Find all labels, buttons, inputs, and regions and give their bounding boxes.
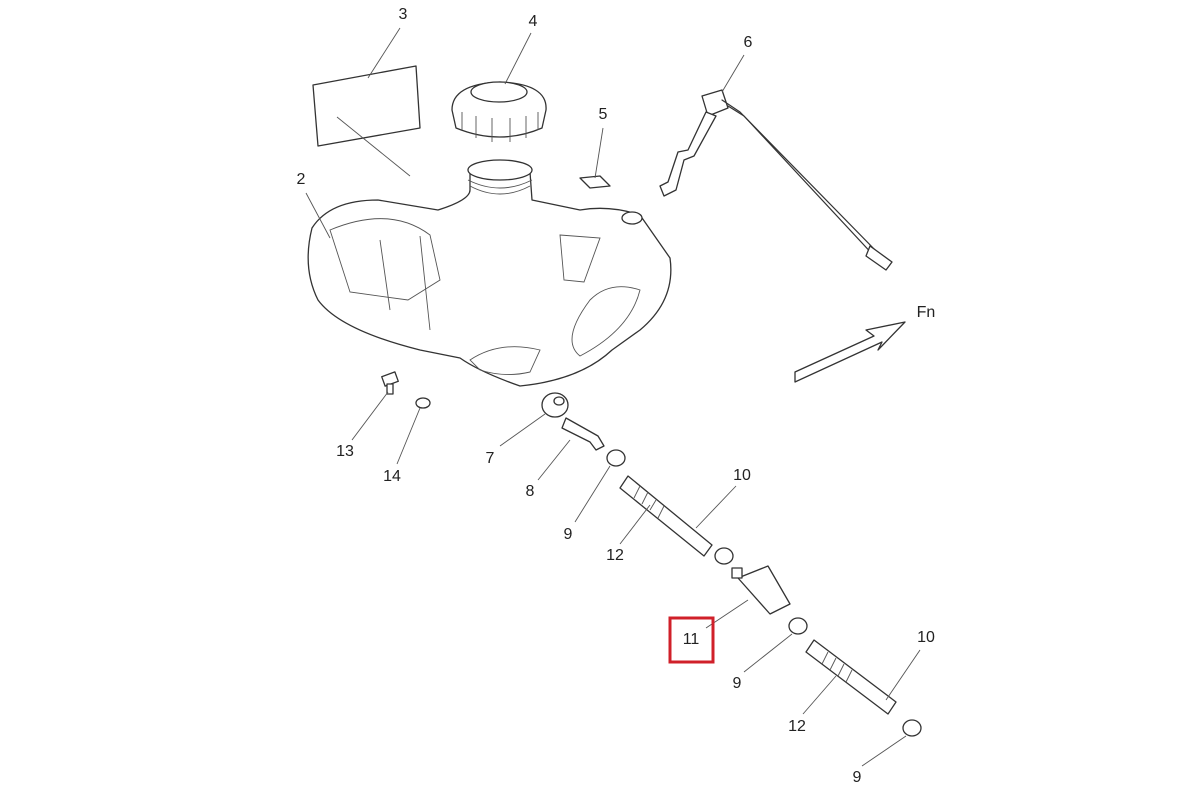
part-fuel-hose	[619, 475, 713, 557]
callout-9: 9	[564, 526, 573, 543]
callout-4: 4	[529, 13, 538, 30]
front-direction-arrow	[794, 321, 906, 383]
direction-label: Fn	[917, 304, 936, 321]
part-fuel-filter	[731, 565, 791, 615]
part-hose-clamp	[902, 719, 922, 737]
part-hose-clamp	[788, 617, 808, 635]
callout-6: 6	[744, 34, 753, 51]
part-fuel-cap	[451, 81, 547, 142]
highlight-box	[668, 616, 715, 664]
leader-lines	[305, 27, 921, 767]
callout-12: 12	[788, 718, 806, 735]
callout-10: 10	[917, 629, 935, 646]
part-fuel-tank	[307, 159, 672, 387]
callout-7: 7	[486, 450, 495, 467]
callout-13: 13	[336, 443, 354, 460]
part-fuel-hose	[805, 639, 897, 715]
part-hose-clamp	[606, 449, 626, 467]
part-hose-clamp	[714, 547, 734, 565]
callout-14: 14	[383, 468, 401, 485]
callout-8: 8	[526, 483, 535, 500]
part-washer	[415, 397, 431, 409]
callout-11: 11	[683, 631, 700, 648]
callout-3: 3	[399, 6, 408, 23]
callout-2: 2	[297, 171, 306, 188]
part-gasket	[579, 175, 611, 189]
part-fuel-sender	[659, 89, 893, 271]
callout-9: 9	[853, 769, 862, 786]
callouts: 3 4 6 5 2 13 14 7 8 10 9 12 11 10 9 12 9	[297, 6, 935, 786]
part-label-sticker	[312, 65, 421, 177]
part-fuel-valve	[561, 417, 605, 451]
callout-12: 12	[606, 547, 624, 564]
callout-10: 10	[733, 467, 751, 484]
callout-9: 9	[733, 675, 742, 692]
callout-5: 5	[599, 106, 608, 123]
part-grommet	[541, 392, 569, 418]
part-bolt	[381, 371, 399, 395]
